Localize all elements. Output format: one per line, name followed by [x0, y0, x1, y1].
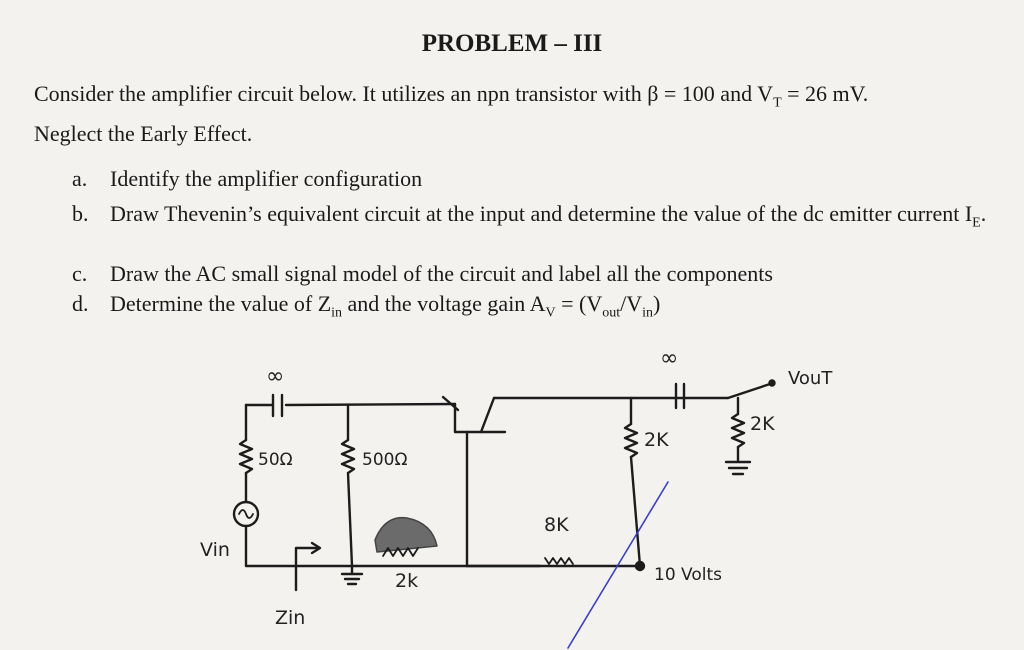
- scribbled-cap: [374, 516, 438, 553]
- input-capacitor: [271, 393, 284, 418]
- problem-intro: Consider the amplifier circuit below. It…: [34, 78, 994, 149]
- question-text: Draw Thevenin’s equivalent circuit at th…: [110, 201, 973, 226]
- ground-right: [724, 445, 752, 476]
- text-part: and the voltage gain A: [342, 291, 546, 316]
- question-text-wrap: Draw Thevenin’s equivalent circuit at th…: [110, 200, 1000, 236]
- cap-input-label: ∞: [266, 364, 284, 389]
- text-part: ): [653, 291, 661, 316]
- wire-vout: [726, 382, 772, 400]
- intro-text: Consider the amplifier circuit below. It…: [34, 81, 774, 106]
- pen-stroke: [567, 481, 669, 649]
- question-letter: a.: [72, 166, 88, 191]
- zin-subscript: in: [331, 305, 343, 321]
- intro-line2: Neglect the Early Effect.: [34, 121, 253, 147]
- vin-label: Vin: [200, 539, 230, 561]
- wire-500-bottom: [346, 471, 354, 568]
- r-emitter-resistor: [382, 547, 419, 557]
- wire-left-bottom: [244, 524, 358, 568]
- emitter-arrow: [441, 395, 460, 412]
- arrow-head-icon: [310, 541, 322, 555]
- r-source-label: 50Ω: [258, 450, 293, 470]
- ie-subscript: E: [972, 215, 981, 231]
- text-part: /V: [620, 291, 643, 316]
- sine-icon: [238, 509, 254, 519]
- r-collector-resistor: [623, 422, 639, 459]
- cap-output-label: ∞: [660, 346, 678, 371]
- question-text: Draw the AC small signal model of the ci…: [110, 261, 773, 286]
- ground-left: [340, 564, 364, 586]
- r-8k-label: 8K: [544, 514, 569, 536]
- question-text: Identify the amplifier configuration: [110, 166, 423, 191]
- question-text-end: .: [980, 201, 987, 226]
- vout-subscript: out: [602, 305, 621, 321]
- vout-terminal: [768, 379, 776, 387]
- output-capacitor: [674, 382, 686, 410]
- av-subscript: V: [545, 305, 556, 321]
- collector-lead: [479, 396, 496, 434]
- r-emitter-label: 2k: [395, 570, 418, 592]
- problem-title: PROBLEM – III: [421, 30, 603, 57]
- zin-arrow: [294, 546, 320, 592]
- question-letter: b.: [72, 201, 89, 226]
- text-part: Determine the value of Z: [110, 291, 332, 316]
- r-8k-resistor: [544, 557, 574, 565]
- question-letter: c.: [72, 261, 88, 286]
- question-text: Determine the value of Zin and the volta…: [110, 290, 1010, 326]
- supply-label: 10 Volts: [654, 565, 722, 585]
- zin-label: Zin: [275, 607, 305, 629]
- wire-rc-bottom: [629, 455, 642, 568]
- r-source-resistor: [238, 438, 254, 475]
- question-letter: d.: [72, 291, 89, 316]
- r-load-label: 2K: [750, 413, 775, 435]
- wire-top-base: [284, 402, 457, 407]
- intro-text-end: = 26 mV.: [781, 81, 869, 106]
- vout-label: VouT: [788, 368, 833, 389]
- supply-node: [634, 560, 646, 572]
- vt-subscript: T: [773, 95, 782, 111]
- r-base-resistor: [340, 438, 356, 475]
- vin-subscript: in: [642, 305, 654, 321]
- r-load-resistor: [730, 412, 746, 449]
- r-base-label: 500Ω: [362, 450, 407, 470]
- r-collector-label: 2K: [644, 429, 669, 451]
- text-part: = (V: [555, 291, 603, 316]
